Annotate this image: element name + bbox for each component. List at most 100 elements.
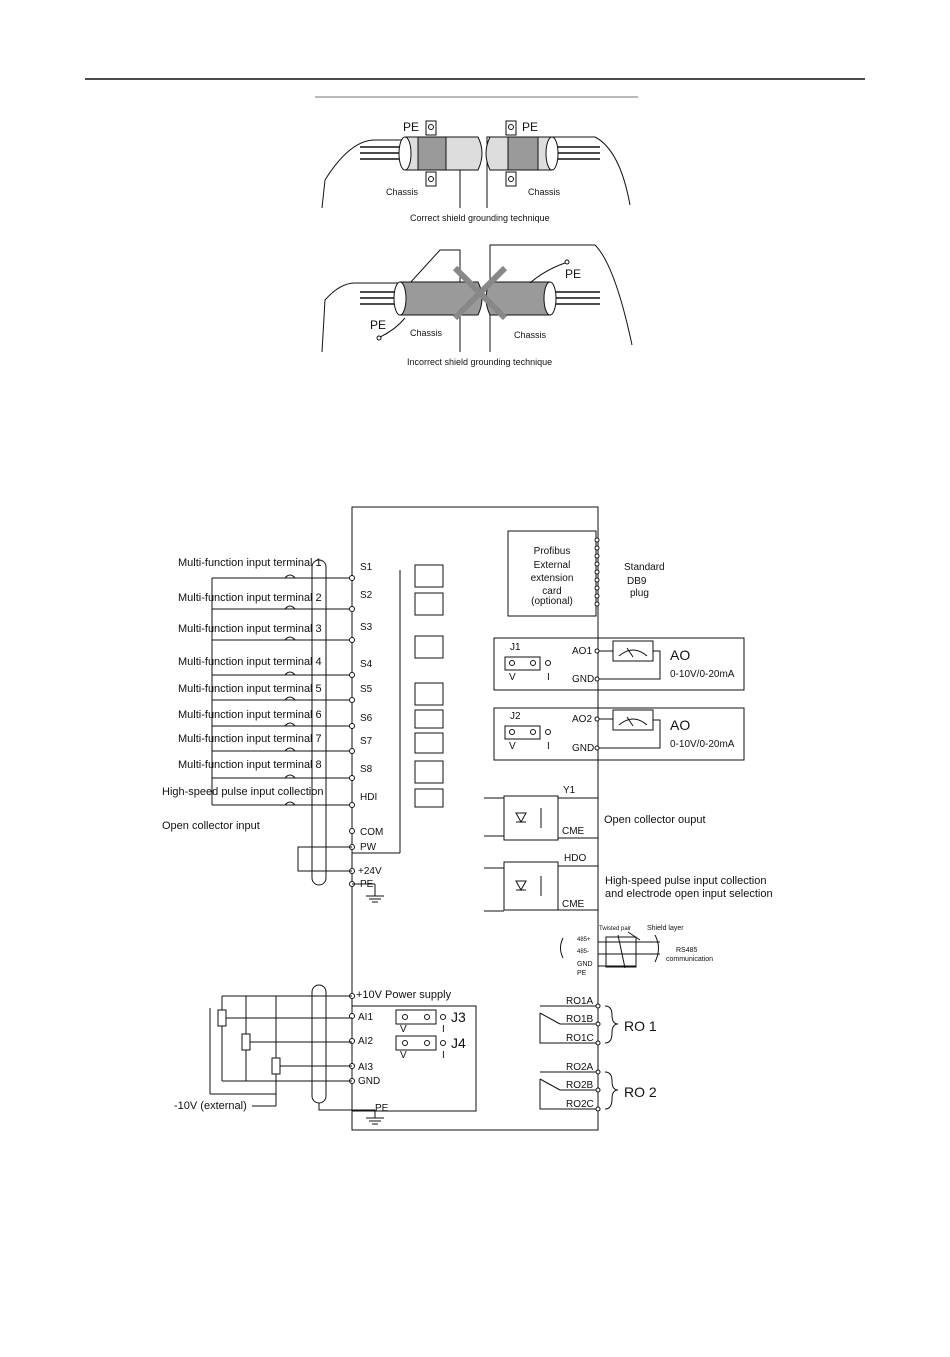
rs485-brace bbox=[654, 934, 659, 963]
terminal-node bbox=[595, 1003, 601, 1009]
chassis-left-outline bbox=[321, 249, 461, 353]
cme-terminal: CME bbox=[562, 899, 585, 910]
switch-contact bbox=[284, 605, 296, 610]
db9-pin bbox=[594, 537, 600, 543]
ao1-block: J1 V I AO1 GND AO 0-10V/0-20mA bbox=[493, 637, 745, 691]
rs485-plus: 485+ bbox=[577, 937, 591, 943]
meter-needle bbox=[626, 647, 634, 658]
rs485-minus: 485- bbox=[577, 949, 589, 955]
y1-terminal: Y1 bbox=[563, 785, 576, 796]
switch-contact bbox=[284, 722, 296, 727]
terminal-label: +24V bbox=[358, 866, 382, 877]
cable-end-right bbox=[543, 281, 557, 316]
input-label: Multi-function input terminal 8 bbox=[178, 759, 322, 771]
terminal-node bbox=[349, 606, 355, 612]
minus10v-label: -10V (external) bbox=[174, 1100, 247, 1112]
jumper-pin bbox=[402, 1014, 408, 1020]
ai2-label: AI2 bbox=[358, 1036, 373, 1047]
switch-contact bbox=[284, 801, 296, 806]
jumper-label: J2 bbox=[510, 711, 521, 722]
terminal-node bbox=[349, 828, 355, 834]
shield-braid-left bbox=[417, 136, 447, 171]
gnd-label: GND bbox=[358, 1076, 380, 1087]
analog-terminal-nodes bbox=[349, 993, 355, 1084]
screw bbox=[428, 176, 434, 182]
jumper-pin bbox=[545, 729, 551, 735]
terminal-label: S5 bbox=[360, 684, 373, 695]
correct-grounding-figure: PE PE Chassis Chassis Correct shield gro… bbox=[315, 96, 638, 223]
terminal-label: HDI bbox=[360, 792, 377, 803]
terminal-label: S6 bbox=[360, 713, 373, 724]
potentiometer bbox=[271, 1057, 281, 1075]
profibus-text: External bbox=[534, 560, 571, 571]
terminal-node bbox=[595, 1040, 601, 1046]
clamp-top-left bbox=[425, 120, 437, 136]
jumper-pin bbox=[402, 1040, 408, 1046]
input-terminal-nodes bbox=[349, 575, 355, 887]
clamp-top-right bbox=[505, 120, 517, 136]
open-collector-output: Y1 CME Open collector ouput bbox=[484, 785, 706, 841]
jumper-i: I bbox=[547, 672, 550, 683]
terminal-node bbox=[349, 672, 355, 678]
jumper-pin bbox=[440, 1014, 446, 1020]
screw bbox=[508, 124, 514, 130]
jumper-v: V bbox=[400, 1050, 407, 1061]
jumper-v: V bbox=[400, 1024, 407, 1035]
ao2-block: J2 V I AO2 GND AO 0-10V/0-20mA bbox=[493, 707, 745, 761]
db9-pin bbox=[594, 561, 600, 567]
opto-block bbox=[414, 564, 444, 588]
jumper-pin bbox=[424, 1040, 430, 1046]
open-collector-input-label: Open collector input bbox=[162, 820, 260, 832]
db9-pin bbox=[594, 593, 600, 599]
relay-contact bbox=[539, 1012, 561, 1025]
relay-label: RO 2 bbox=[624, 1084, 657, 1100]
db9-pins bbox=[594, 537, 600, 607]
terminal-node bbox=[349, 723, 355, 729]
jumper-label: J1 bbox=[510, 642, 521, 653]
twist-mark bbox=[617, 934, 626, 969]
incorrect-grounding-figure: PE PE Chassis Chassis Incorrect shield g… bbox=[321, 244, 633, 367]
jumper-j3-label: J3 bbox=[451, 1009, 466, 1025]
jumper-j4-label: J4 bbox=[451, 1035, 466, 1051]
ao-range: 0-10V/0-20mA bbox=[670, 669, 735, 680]
pigtail-end bbox=[376, 335, 382, 341]
terminal-label: S3 bbox=[360, 622, 373, 633]
terminal-label: S2 bbox=[360, 590, 373, 601]
pe-wire bbox=[318, 1103, 376, 1118]
switch-contact bbox=[284, 774, 296, 779]
opto-block bbox=[414, 760, 444, 784]
cross-mark-icon bbox=[452, 265, 508, 321]
rs485-block: Twisted pair Shield layer 485+ 485- GND … bbox=[560, 925, 713, 977]
rs485-comm-text: RS485 bbox=[676, 947, 698, 954]
jumper-pin bbox=[424, 1014, 430, 1020]
profibus-text: extension bbox=[531, 573, 574, 584]
relay-terminal: RO1A bbox=[566, 996, 594, 1007]
jumper-v: V bbox=[509, 741, 516, 752]
profibus-text: Profibus bbox=[534, 546, 571, 557]
rs485-loop bbox=[560, 937, 564, 959]
jumper-block bbox=[504, 725, 541, 740]
meter-needle bbox=[626, 716, 634, 727]
cable-left bbox=[400, 281, 483, 316]
terminal-node bbox=[349, 637, 355, 643]
shield-pointer bbox=[627, 931, 641, 941]
ao1-box bbox=[493, 637, 745, 691]
opto-block bbox=[414, 592, 444, 616]
pw-loop bbox=[297, 846, 352, 872]
open-collector-output-label: Open collector ouput bbox=[604, 814, 706, 826]
jumper-block-j4 bbox=[395, 1035, 437, 1051]
screw bbox=[508, 176, 514, 182]
analog-shield-tube bbox=[311, 984, 327, 1104]
meter-dial bbox=[618, 718, 648, 726]
relay-brace bbox=[604, 1005, 619, 1044]
input-label: Multi-function input terminal 3 bbox=[178, 623, 322, 635]
meter-icon bbox=[612, 709, 654, 731]
input-label: Multi-function input terminal 6 bbox=[178, 709, 322, 721]
db9-pin bbox=[594, 553, 600, 559]
shield-braid-right bbox=[507, 136, 539, 171]
pe-label: PE bbox=[370, 318, 386, 332]
switch-contact bbox=[284, 747, 296, 752]
jumper-i: I bbox=[442, 1024, 445, 1035]
db9-pin bbox=[594, 585, 600, 591]
chassis-label: Chassis bbox=[514, 330, 547, 340]
